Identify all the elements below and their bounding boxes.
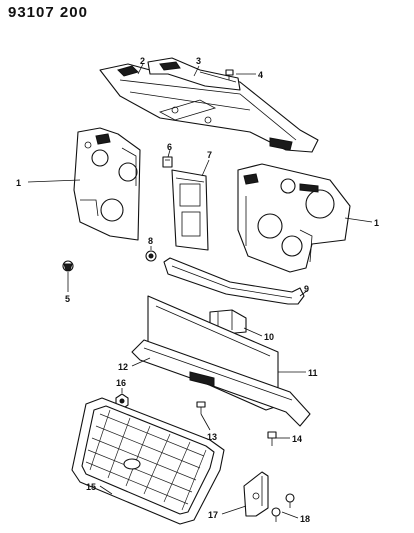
clip-6 [162, 156, 173, 168]
callout-11: 11 [308, 368, 318, 378]
fasteners-18 [271, 493, 295, 522]
callout-5: 5 [65, 294, 70, 304]
callout-18: 18 [300, 514, 310, 524]
bracket-17 [243, 471, 269, 517]
callouts: 1 2 3 4 5 6 7 1 8 9 10 11 12 16 13 14 15… [16, 56, 379, 524]
screw-14 [267, 431, 277, 446]
diagram-id: 93107 200 [8, 4, 88, 21]
bolt-13 [196, 401, 206, 414]
leader-lines [27, 63, 373, 519]
lower-crossbar [131, 339, 311, 427]
callout-17: 17 [208, 510, 218, 520]
screw-4 [225, 69, 234, 80]
callout-1-left: 1 [16, 178, 21, 188]
grommet-8 [145, 250, 157, 262]
left-side-panel [73, 127, 141, 241]
callout-1-right: 1 [374, 218, 379, 228]
callout-7: 7 [207, 150, 212, 160]
callout-13: 13 [207, 432, 217, 442]
callout-10: 10 [264, 332, 274, 342]
lower-bracket [163, 257, 305, 305]
callout-3: 3 [196, 56, 201, 66]
center-support [171, 169, 209, 251]
push-pin-5 [62, 260, 74, 272]
callout-2: 2 [140, 56, 145, 66]
upper-crossmember [99, 63, 319, 153]
callout-15: 15 [86, 482, 96, 492]
callout-9: 9 [304, 284, 309, 294]
callout-12: 12 [118, 362, 128, 372]
callout-6: 6 [167, 142, 172, 152]
grille [71, 397, 225, 525]
callout-4: 4 [258, 70, 263, 80]
callout-14: 14 [292, 434, 302, 444]
callout-8: 8 [148, 236, 153, 246]
callout-16: 16 [116, 378, 126, 388]
right-side-panel [237, 163, 351, 273]
crossmember-bracket [147, 57, 241, 91]
